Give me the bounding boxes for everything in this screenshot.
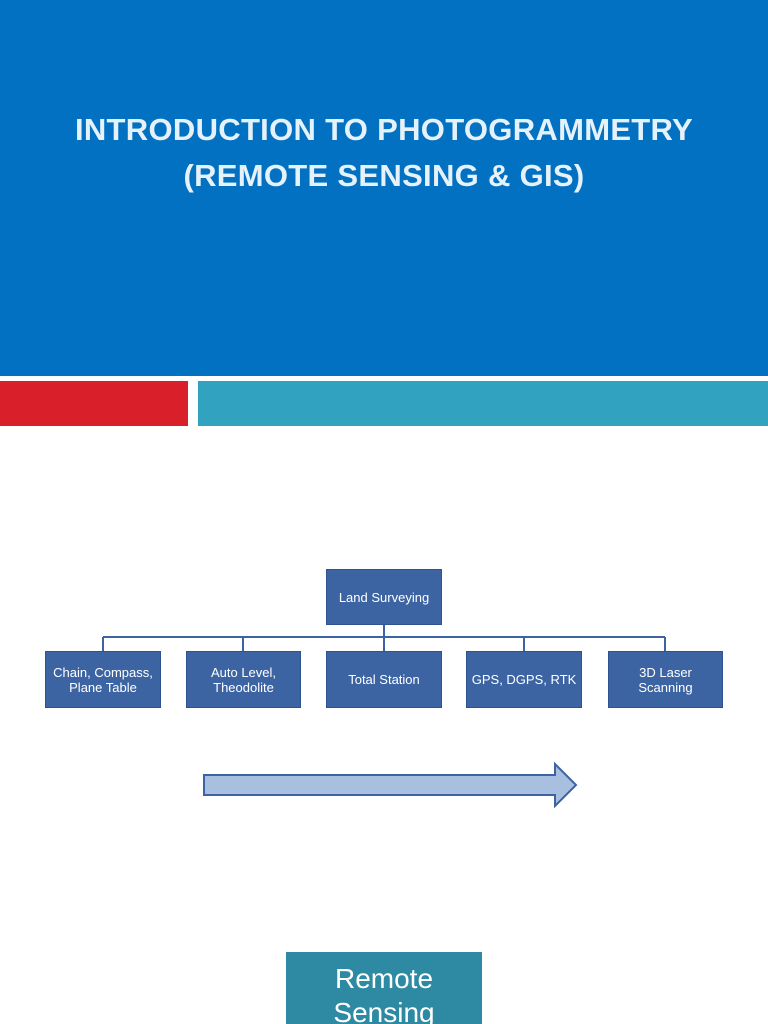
remote-sensing-box: Remote Sensing <box>286 952 482 1024</box>
slide-title-line2: (REMOTE SENSING & GIS) <box>183 158 585 193</box>
right-arrow-icon <box>203 761 578 809</box>
node-chain-compass-plane-table: Chain, Compass, Plane Table <box>45 651 161 708</box>
slide-title-line1: INTRODUCTION TO PHOTOGRAMMETRY <box>74 112 694 147</box>
node-gps-dgps-rtk: GPS, DGPS, RTK <box>466 651 582 708</box>
node-3d-laser-scanning: 3D Laser Scanning <box>608 651 723 708</box>
accent-bar-teal <box>198 381 768 426</box>
title-header: INTRODUCTION TO PHOTOGRAMMETRY (REMOTE S… <box>0 0 768 376</box>
node-total-station: Total Station <box>326 651 442 708</box>
node-auto-level-theodolite: Auto Level, Theodolite <box>186 651 301 708</box>
accent-bar-red <box>0 381 188 426</box>
hierarchy-connectors <box>102 625 666 651</box>
node-land-surveying: Land Surveying <box>326 569 442 625</box>
